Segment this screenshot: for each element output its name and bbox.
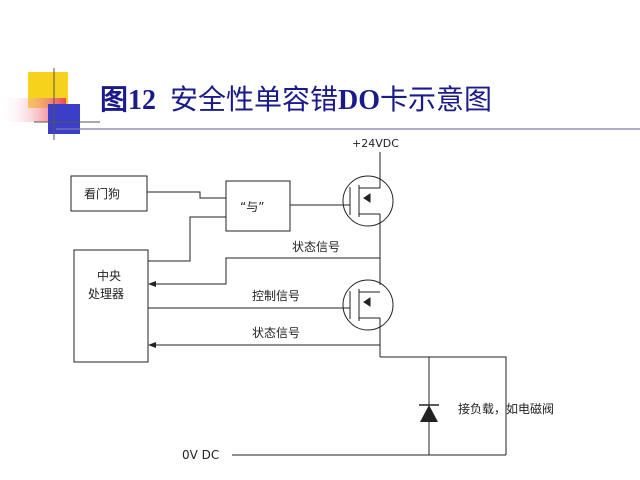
wire-status-1 (152, 257, 380, 285)
title-prefix: 图12 (100, 85, 157, 116)
page-title: 图12 安全性单容错DO卡示意图 (100, 78, 492, 118)
supply-label: +24VDC (352, 137, 399, 150)
title-end: 卡示意图 (380, 85, 493, 116)
cpu-box (73, 249, 149, 363)
status-signal-1-label: 状态信号 (292, 240, 340, 254)
wire-output (380, 356, 507, 455)
title-rule (56, 128, 640, 130)
mosfet-lower (342, 279, 394, 357)
mosfet-upper (342, 175, 394, 285)
status-signal-2-label: 状态信号 (252, 326, 300, 340)
title-do: DO (338, 85, 381, 116)
diode (419, 404, 439, 422)
control-signal-label: 控制信号 (252, 289, 300, 303)
and-gate-box (225, 180, 291, 232)
arrow-status-2 (148, 342, 156, 348)
watchdog-box (70, 175, 148, 212)
cpu-label-line2: 处理器 (88, 287, 124, 301)
arrow-status-1 (148, 281, 156, 287)
load-label: 接负载，如电磁阀 (458, 401, 554, 416)
and-gate-label: “与” (240, 200, 264, 214)
wire-watchdog-and (147, 191, 226, 199)
wire-cpu-and (148, 216, 226, 262)
ground-label: 0V DC (182, 448, 219, 462)
title-rest: 安全性单容错 (170, 85, 339, 116)
corner-decoration (0, 68, 100, 140)
watchdog-label: 看门狗 (84, 186, 120, 201)
cpu-label-line1: 中央 (97, 268, 121, 283)
